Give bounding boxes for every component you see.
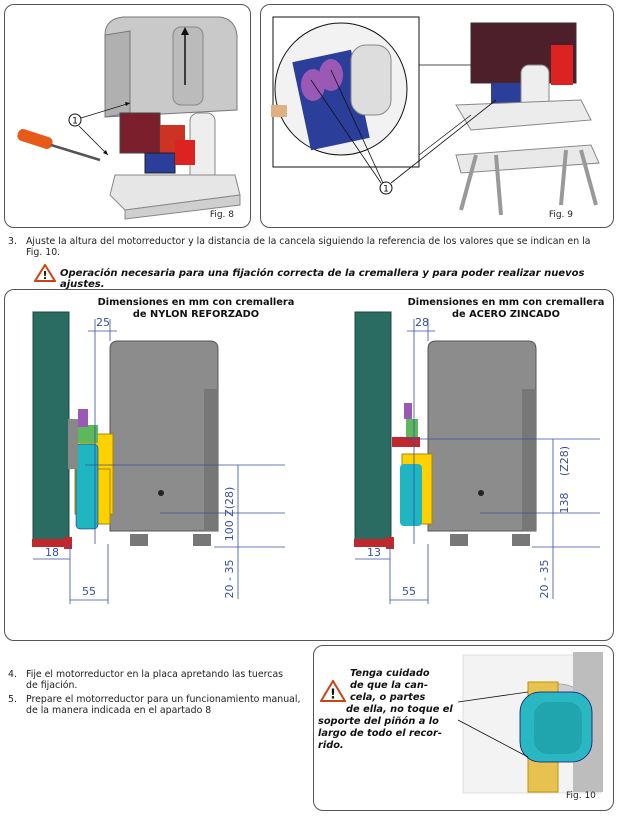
panel-left-title: Dimensiones en mm con cremallera de NYLO… — [97, 297, 295, 320]
svg-text:!: ! — [330, 688, 336, 703]
step-text-line: Fije el motorreductor en la placa apreta… — [26, 669, 284, 680]
step-number: 3. — [8, 236, 17, 247]
dim-right-top: 28 — [415, 316, 429, 329]
dim-right-bottom-left: 13 — [367, 546, 381, 559]
fig8-callout: 1 — [72, 117, 78, 127]
dim-right-base: 20 - 35 — [538, 560, 551, 599]
warning-icon: ! — [34, 264, 56, 282]
caution-icon: ! — [320, 680, 346, 702]
dim-left-base: 20 - 35 — [223, 560, 236, 599]
dim-right-vertical: 138 — [558, 493, 571, 514]
dim-left-bottom: 55 — [82, 585, 96, 598]
fig8-frame: 1 Fig. 8 — [4, 4, 251, 228]
step-text-line: Fig. 10. — [26, 247, 61, 259]
step-text-line: de fijación. — [26, 680, 78, 692]
dim-right-vertical-top: (Z28) — [558, 446, 571, 476]
dim-left-bottom-left: 18 — [45, 546, 59, 559]
fig10-illustration — [458, 652, 603, 794]
step-number: 4. — [8, 669, 17, 680]
fig9-illustration: 1 — [271, 16, 600, 216]
fig9-label: Fig. 9 — [548, 210, 573, 220]
dim-left-top: 25 — [96, 316, 110, 329]
step-text-line: de la manera indicada en el apartado 8 — [26, 705, 212, 717]
fig9-frame: 1 Fig. 9 — [260, 4, 614, 228]
step-5: 5. Prepare el motorreductor para un func… — [8, 694, 308, 716]
dim-left-vertical: 100 Z(28) — [223, 487, 236, 542]
fig9-callout: 1 — [383, 185, 389, 195]
step-text-line: Ajuste la altura del motorreductor y la … — [26, 236, 591, 247]
step-text-line: Prepare el motorreductor para un funcion… — [26, 694, 301, 705]
caution-text-continued: de ella, no toque el soporte del piñón a… — [318, 704, 453, 751]
motor-cover — [104, 16, 238, 118]
panel-right-title: Dimensiones en mm con cremallera de ACER… — [407, 297, 605, 320]
dim-right-bottom: 55 — [402, 585, 416, 598]
fig8-label: Fig. 8 — [209, 210, 234, 220]
dimensions-drawing: 25 18 55 100 Z(28) 20 - 35 28 13 55 (Z28… — [32, 311, 600, 604]
step-number: 5. — [8, 694, 17, 705]
fig10-label: Fig. 10 — [566, 791, 596, 801]
svg-text:!: ! — [42, 269, 47, 282]
warning-text: Operación necesaria para una fijación co… — [60, 268, 585, 290]
fig8-illustration: 1 — [17, 16, 241, 220]
caution-text: Tenga cuidado de que la can- cela, o par… — [350, 668, 430, 703]
step-4: 4. Fije el motorreductor en la placa apr… — [8, 669, 308, 691]
step-3: 3. Ajuste la altura del motorreductor y … — [8, 236, 608, 258]
